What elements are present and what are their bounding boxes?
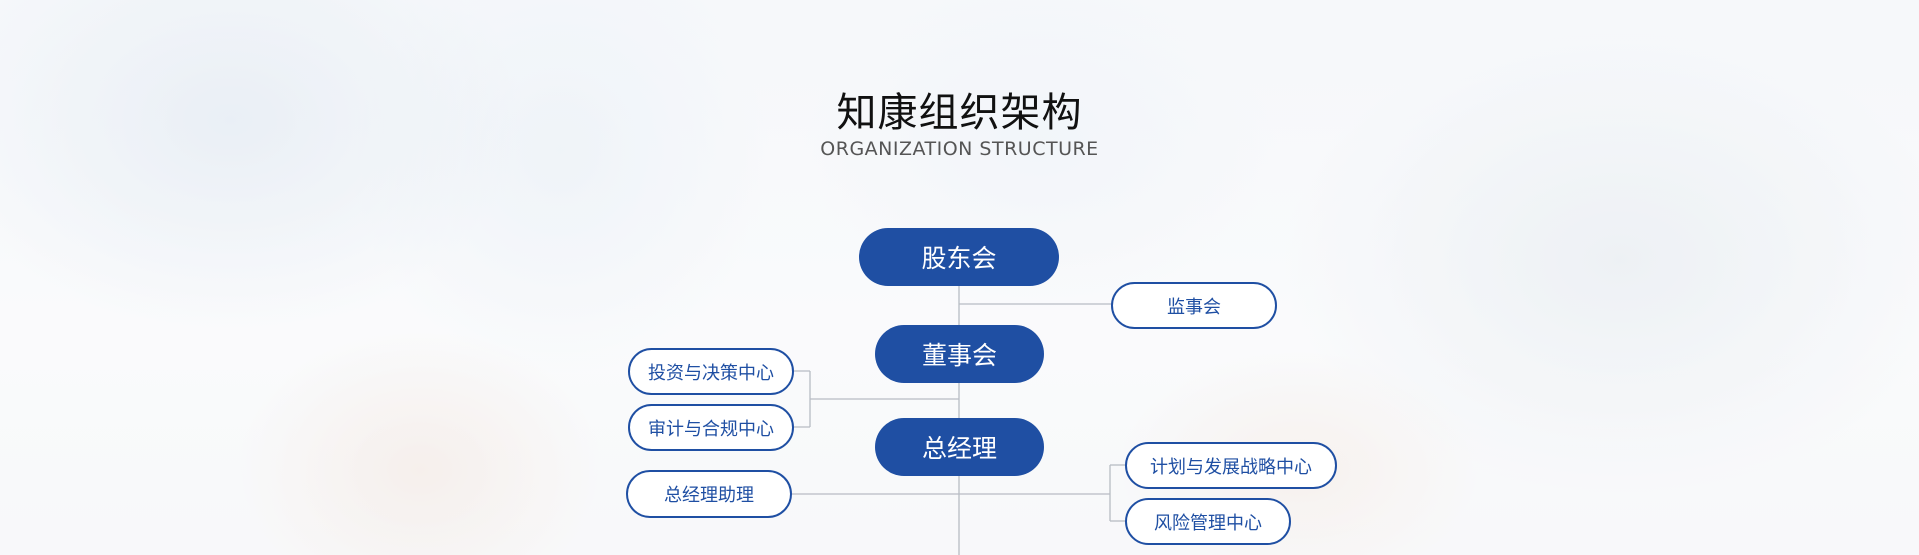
node-risk-center-label: 风险管理中心 <box>1154 512 1262 534</box>
node-investment-center[interactable]: 投资与决策中心 <box>628 348 794 395</box>
node-audit-center[interactable]: 审计与合规中心 <box>628 404 794 451</box>
node-shareholders[interactable]: 股东会 <box>859 228 1059 286</box>
node-gm-assistant[interactable]: 总经理助理 <box>626 470 792 518</box>
node-board-label: 董事会 <box>921 341 997 370</box>
node-general-manager[interactable]: 总经理 <box>875 418 1044 476</box>
page-subtitle: ORGANIZATION STRUCTURE <box>820 138 1099 160</box>
node-planning-center[interactable]: 计划与发展战略中心 <box>1125 442 1337 489</box>
node-supervisory-board-label: 监事会 <box>1167 296 1221 318</box>
node-general-manager-label: 总经理 <box>921 434 997 463</box>
node-planning-center-label: 计划与发展战略中心 <box>1150 456 1312 478</box>
node-board-of-directors[interactable]: 董事会 <box>875 325 1044 383</box>
node-audit-center-label: 审计与合规中心 <box>648 418 774 440</box>
node-supervisory-board[interactable]: 监事会 <box>1111 282 1277 329</box>
node-shareholders-label: 股东会 <box>921 244 997 273</box>
node-risk-center[interactable]: 风险管理中心 <box>1125 498 1291 545</box>
node-gm-assistant-label: 总经理助理 <box>664 485 754 506</box>
node-investment-center-label: 投资与决策中心 <box>648 362 774 384</box>
page-title: 知康组织架构 <box>836 90 1083 136</box>
